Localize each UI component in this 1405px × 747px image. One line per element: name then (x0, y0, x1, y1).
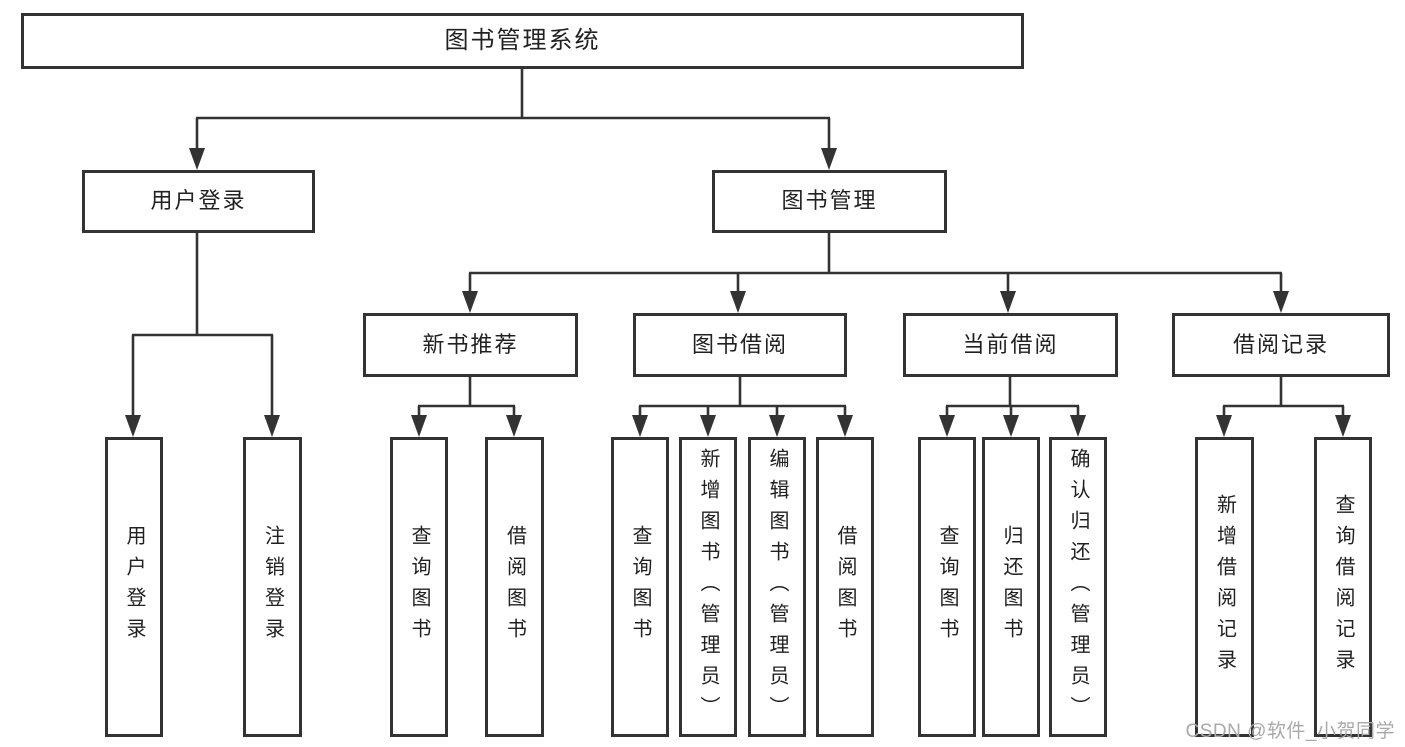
node-label: 图书管理 (781, 188, 878, 214)
leaf-confirm-return-admin: 确认归还（管理员） (1049, 437, 1107, 737)
node-label: 新增图书（管理员） (697, 447, 719, 727)
leaf-edit-book-admin: 编辑图书（管理员） (748, 437, 806, 737)
leaf-query-borrow-record: 查询借阅记录 (1314, 437, 1372, 737)
leaf-add-book-admin: 新增图书（管理员） (679, 437, 737, 737)
node-label: 用户登录 (150, 188, 247, 214)
node-label: 新书推荐 (422, 331, 519, 357)
node-label: 借阅记录 (1232, 331, 1329, 357)
node-label: 图书借阅 (691, 331, 788, 357)
leaf-user-login: 用户登录 (105, 437, 163, 737)
node-label: 借阅图书 (834, 525, 856, 649)
leaf-borrow-books-recommend: 借阅图书 (485, 437, 544, 737)
node-borrow-records: 借阅记录 (1172, 313, 1390, 377)
node-label: 注销登录 (261, 525, 284, 649)
node-library-management-system: 图书管理系统 (21, 13, 1024, 69)
node-label: 查询借阅记录 (1332, 494, 1354, 680)
node-label: 新增借阅记录 (1213, 494, 1236, 680)
leaf-query-books-current: 查询图书 (918, 437, 976, 737)
node-label: 查询图书 (408, 525, 430, 649)
leaf-return-book: 归还图书 (982, 437, 1040, 737)
node-label: 借阅图书 (503, 525, 526, 649)
node-label: 归还图书 (1000, 525, 1022, 649)
node-label: 当前借阅 (962, 331, 1059, 357)
node-new-book-recommend: 新书推荐 (363, 313, 578, 377)
node-label: 编辑图书（管理员） (766, 447, 788, 727)
node-label: 图书管理系统 (444, 26, 601, 54)
leaf-query-books-borrow: 查询图书 (611, 437, 669, 737)
csdn-watermark: CSDN @软件_小贺同学 (1185, 721, 1395, 742)
leaf-query-books-recommend: 查询图书 (390, 437, 448, 737)
leaf-logout: 注销登录 (243, 437, 302, 737)
node-book-borrow: 图书借阅 (633, 313, 847, 377)
node-label: 用户登录 (123, 525, 145, 649)
node-label: 查询图书 (629, 525, 651, 649)
node-user-login-branch: 用户登录 (82, 170, 315, 233)
leaf-add-borrow-record: 新增借阅记录 (1195, 437, 1254, 737)
node-label: 查询图书 (936, 525, 958, 649)
node-current-borrow: 当前借阅 (903, 313, 1118, 377)
leaf-borrow-books: 借阅图书 (816, 437, 874, 737)
node-label: 确认归还（管理员） (1067, 447, 1089, 727)
node-book-management-branch: 图书管理 (712, 170, 947, 233)
